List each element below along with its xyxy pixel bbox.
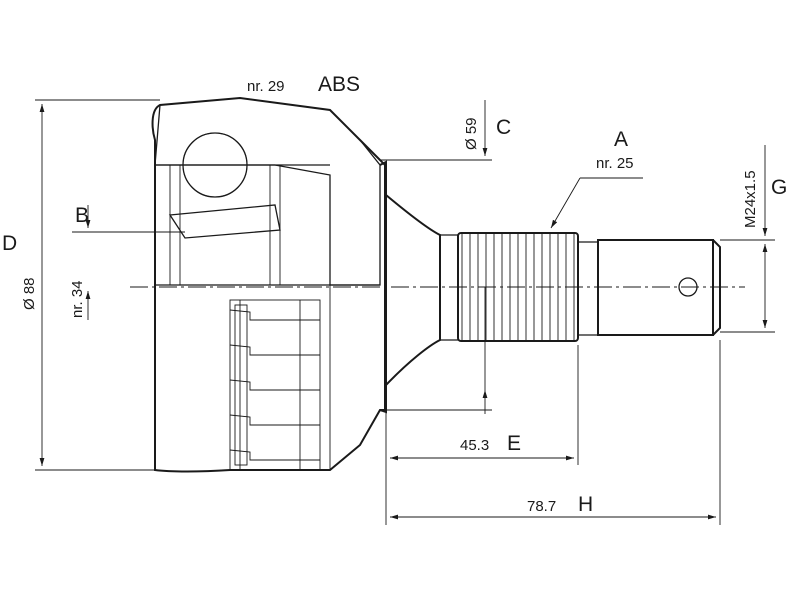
housing-body <box>151 96 387 473</box>
neck <box>385 194 458 386</box>
internal-splines <box>229 300 320 470</box>
label-a-count: nr. 25 <box>596 155 634 172</box>
label-abs-count: nr. 29 <box>247 78 285 95</box>
label-b: B <box>75 204 89 227</box>
label-c-diameter: Ø 59 <box>463 117 480 150</box>
label-d: D <box>2 232 17 255</box>
label-e-length: 45.3 <box>460 437 489 454</box>
label-g: G <box>771 176 787 199</box>
label-g-thread: M24x1.5 <box>742 170 759 228</box>
dimension-b <box>72 205 185 320</box>
dimension-g <box>720 145 775 333</box>
label-h-length: 78.7 <box>527 498 556 515</box>
dimension-c <box>380 100 492 414</box>
dimension-e <box>390 345 579 465</box>
leader-a <box>550 177 643 229</box>
dimension-h <box>385 340 721 525</box>
label-abs: ABS <box>318 73 360 96</box>
threaded-end <box>578 239 721 336</box>
label-a: A <box>614 128 628 151</box>
label-e: E <box>507 432 521 455</box>
label-d-diameter: Ø 88 <box>21 277 38 310</box>
dimension-d <box>35 99 160 471</box>
label-h: H <box>578 493 593 516</box>
label-b-count: nr. 34 <box>69 280 86 318</box>
label-c: C <box>496 116 511 139</box>
